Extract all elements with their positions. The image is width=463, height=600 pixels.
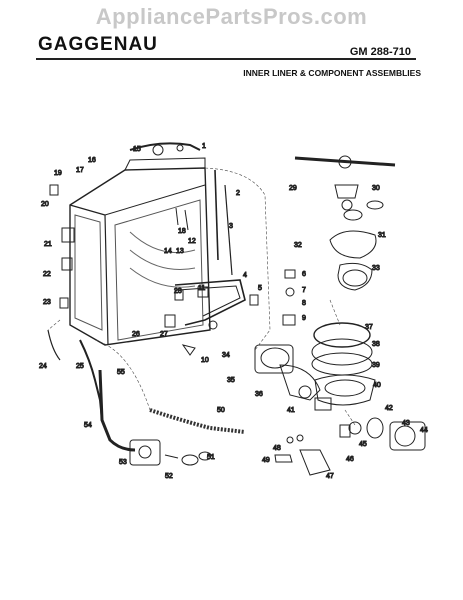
callout-51: 51 [207, 454, 215, 461]
callout-46: 46 [346, 456, 354, 463]
callout-39: 39 [372, 362, 380, 369]
callout-33: 33 [372, 265, 380, 272]
door-gasket [129, 142, 201, 156]
brand-logo: GAGGENAU [38, 34, 158, 55]
callout-15: 15 [133, 146, 141, 153]
callout-34: 34 [222, 352, 230, 359]
callout-54: 54 [84, 422, 92, 429]
callout-24: 24 [39, 363, 47, 370]
callout-8: 8 [302, 300, 306, 307]
callout-4: 4 [243, 272, 247, 279]
callout-21: 21 [44, 241, 52, 248]
callout-20: 20 [41, 201, 49, 208]
callout-28: 28 [174, 288, 182, 295]
callout-45: 45 [359, 441, 367, 448]
callout-12: 12 [188, 238, 196, 245]
callout-43: 43 [402, 420, 410, 427]
callout-13: 13 [176, 248, 184, 255]
callout-22: 22 [43, 271, 51, 278]
callout-55: 55 [117, 369, 125, 376]
callout-50: 50 [217, 407, 225, 414]
callout-10: 10 [201, 357, 209, 364]
callout-9: 9 [302, 315, 306, 322]
model-number: GM 288-710 [349, 46, 411, 58]
inner-liner-tub [69, 157, 211, 346]
callout-44: 44 [420, 427, 428, 434]
callout-52: 52 [165, 473, 173, 480]
callout-2: 2 [236, 190, 240, 197]
inlet-valve [98, 369, 212, 466]
callout-labels: 1 2 3 4 5 6 7 8 9 10 11 12 13 14 15 16 1… [39, 143, 429, 481]
small-fittings [164, 207, 296, 356]
callout-27: 27 [160, 331, 168, 338]
callout-26: 26 [132, 331, 140, 338]
callout-53: 53 [119, 459, 127, 466]
callout-32: 32 [294, 242, 302, 249]
callout-47: 47 [326, 473, 334, 480]
callout-23: 23 [43, 299, 51, 306]
callout-30: 30 [372, 185, 380, 192]
leader-lines [47, 167, 356, 426]
callout-7: 7 [302, 287, 306, 294]
spray-arm [294, 155, 396, 211]
callout-11: 11 [198, 285, 205, 292]
callout-36: 36 [255, 391, 263, 398]
callout-37: 37 [365, 324, 373, 331]
callout-48: 48 [273, 445, 281, 452]
left-components [47, 184, 103, 421]
drain-pump [299, 417, 426, 476]
section-title: INNER LINER & COMPONENT ASSEMBLIES [243, 68, 421, 78]
callout-14: 14 [164, 248, 172, 255]
callout-16: 16 [88, 157, 96, 164]
callout-6: 6 [302, 271, 306, 278]
callout-3: 3 [229, 223, 233, 230]
callout-19: 19 [54, 170, 62, 177]
callout-1: 1 [202, 143, 206, 150]
drain-hose [149, 408, 246, 434]
callout-38: 38 [372, 341, 380, 348]
callout-42: 42 [385, 405, 393, 412]
circulation-pump [254, 344, 332, 411]
side-strips [214, 169, 233, 276]
callout-29: 29 [289, 185, 297, 192]
callout-49: 49 [262, 457, 270, 464]
watermark-text: AppliancePartsPros.com [95, 4, 368, 29]
header-rule [36, 58, 416, 60]
callout-35: 35 [227, 377, 235, 384]
callout-41: 41 [287, 407, 295, 414]
misc-fittings [274, 434, 304, 463]
callout-31: 31 [378, 232, 386, 239]
sump-assembly [311, 322, 376, 406]
callout-40: 40 [373, 382, 381, 389]
filter-assembly [329, 200, 384, 291]
callout-25: 25 [76, 363, 84, 370]
callout-18: 18 [178, 228, 186, 235]
callout-17: 17 [76, 167, 84, 174]
callout-5: 5 [258, 285, 262, 292]
heating-tube [174, 279, 246, 326]
